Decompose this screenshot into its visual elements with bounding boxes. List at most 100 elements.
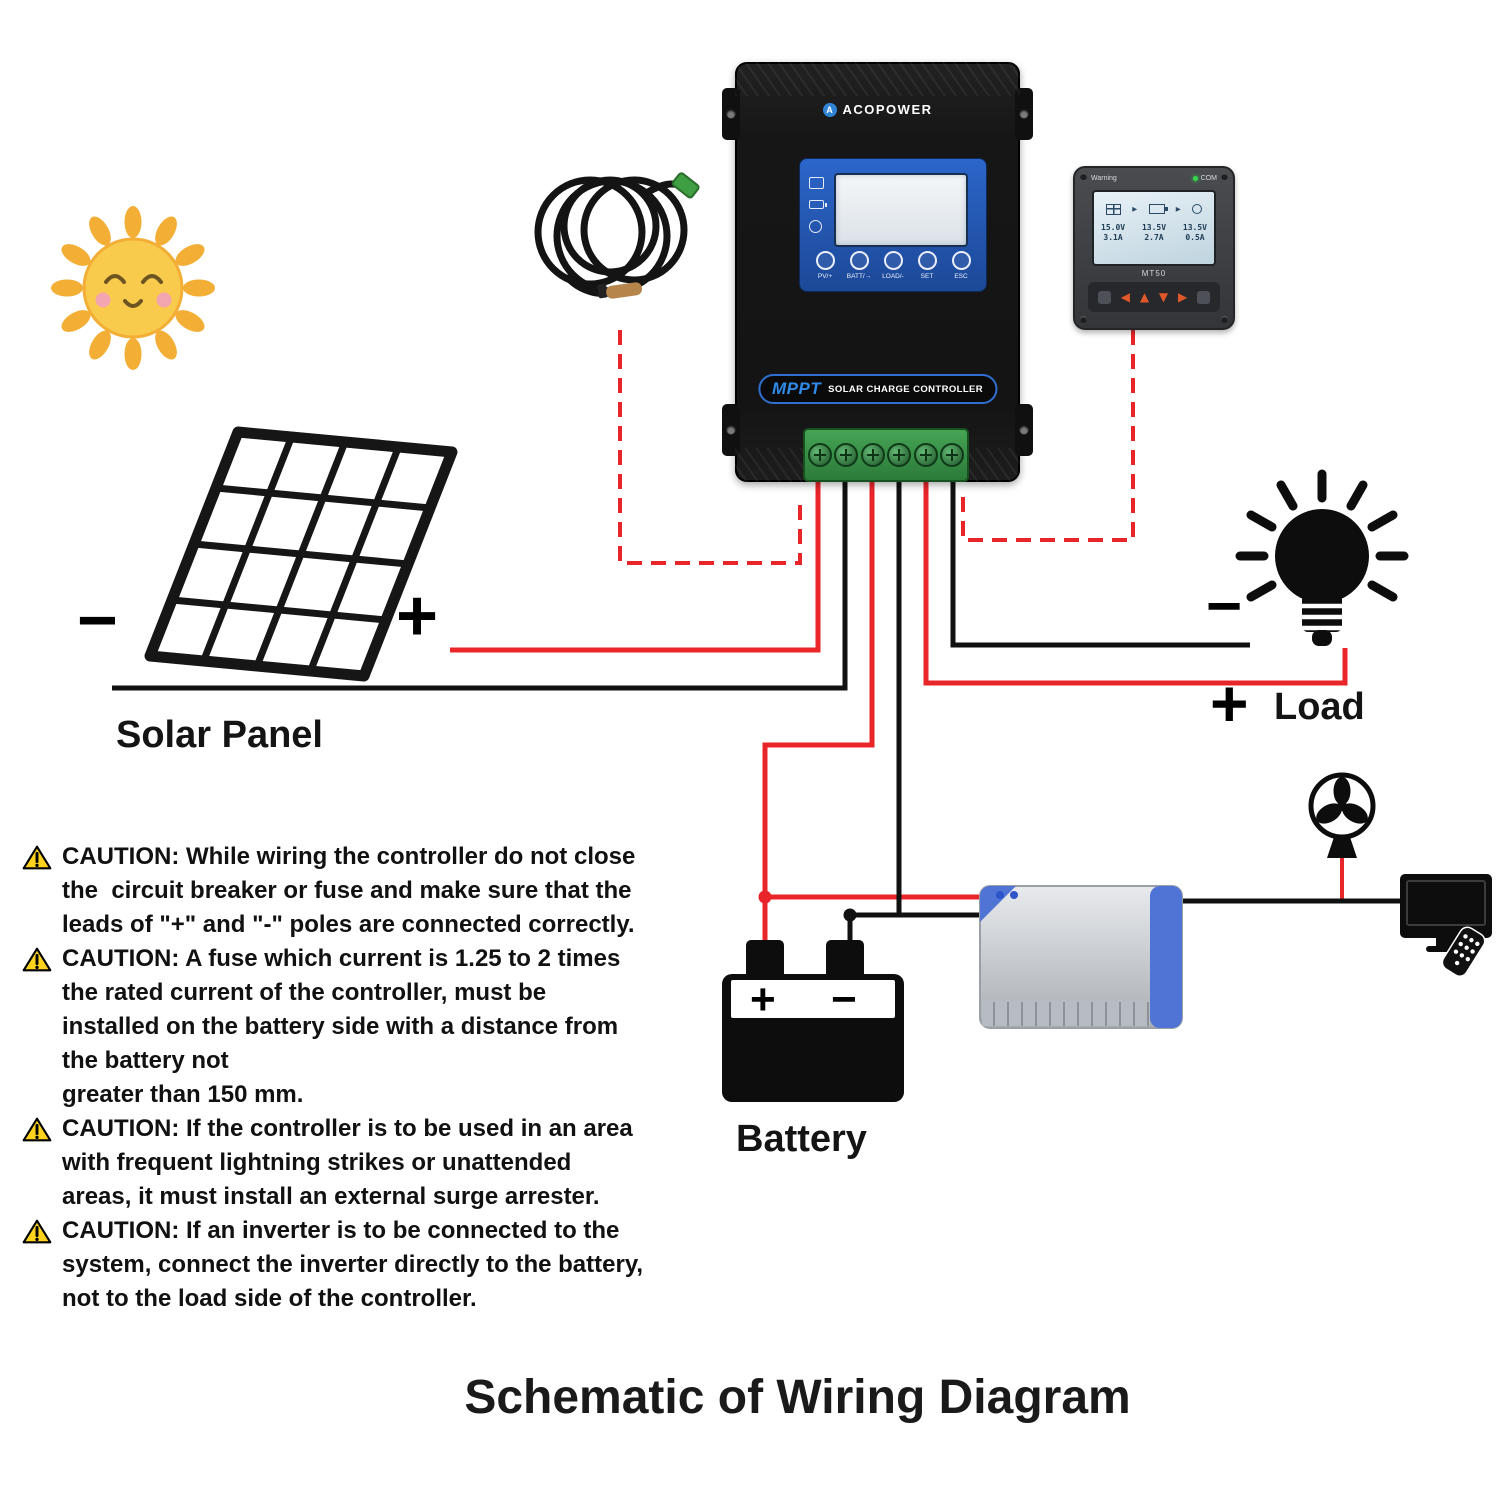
sensor-connector bbox=[671, 172, 700, 199]
caution-item: CAUTION: If the controller is to be used… bbox=[22, 1112, 742, 1214]
tv-icon bbox=[1400, 874, 1492, 977]
wire-battery-positive bbox=[762, 468, 875, 955]
load-button bbox=[883, 251, 903, 270]
junction-dot-black bbox=[843, 908, 857, 922]
battery-label: Battery bbox=[736, 1118, 867, 1160]
warning-icon bbox=[22, 1117, 52, 1142]
caution-item: CAUTION: While wiring the controller do … bbox=[22, 840, 742, 942]
mounting-ear bbox=[722, 88, 740, 140]
set-button-label: SET bbox=[920, 273, 934, 280]
sun-icon bbox=[51, 206, 215, 370]
inverter-icon bbox=[979, 885, 1183, 1029]
battery-icon bbox=[722, 940, 904, 1102]
warning-label: Warning bbox=[1091, 175, 1117, 182]
solar-panel-icon bbox=[144, 426, 458, 682]
solar-panel-label: Solar Panel bbox=[116, 714, 323, 756]
meter-square-button bbox=[1097, 290, 1111, 304]
lcd-load-icon bbox=[1192, 204, 1202, 214]
screw bbox=[1221, 316, 1228, 323]
battery-minus-symbol: − bbox=[831, 975, 857, 1024]
esc-button-label: ESC bbox=[954, 273, 968, 280]
dashed-temp-sensor-wire bbox=[618, 330, 802, 565]
lcd-arrow-icon: ▶ bbox=[1132, 205, 1138, 213]
load-minus-symbol: − bbox=[1206, 572, 1243, 641]
mounting-ear bbox=[1015, 88, 1033, 140]
com-label: COM bbox=[1192, 175, 1217, 182]
screw-hole bbox=[1019, 109, 1029, 119]
panel-status-icons bbox=[809, 177, 827, 233]
caution-text: CAUTION: If an inverter is to be connect… bbox=[62, 1217, 644, 1312]
controller-lcd-screen bbox=[834, 173, 968, 247]
caution-text: CAUTION: If the controller is to be used… bbox=[62, 1115, 633, 1210]
wire-load-negative bbox=[950, 468, 1250, 648]
fan-icon bbox=[1308, 772, 1376, 858]
mounting-ear bbox=[722, 404, 740, 456]
right-arrow-button: ▶ bbox=[1178, 290, 1188, 304]
lcd-battery-icon bbox=[1148, 204, 1168, 214]
temp-sensor-cable bbox=[534, 172, 700, 299]
warning-icon bbox=[22, 947, 52, 972]
wire-load-positive bbox=[923, 468, 1348, 686]
load-mini-icon bbox=[809, 220, 822, 233]
terminal-screw bbox=[887, 443, 912, 467]
mounting-ear bbox=[1015, 404, 1033, 456]
warning-icon bbox=[22, 1219, 52, 1244]
meter-model-label: MT50 bbox=[1141, 269, 1167, 278]
mppt-banner: MPPT SOLAR CHARGE CONTROLLER bbox=[757, 374, 998, 404]
terminal-block bbox=[803, 428, 969, 482]
meter-buttons: ◀ ▲ ▼ ▶ bbox=[1088, 282, 1220, 312]
meter-status-row: Warning COM bbox=[1091, 175, 1217, 182]
charge-controller: A ACOPOWER PV/+ BATT/→ LOAD/- SET ESC MP… bbox=[722, 62, 1033, 482]
wire-pv-positive bbox=[450, 468, 821, 653]
up-arrow-button: ▲ bbox=[1139, 290, 1150, 304]
load-label: Load bbox=[1274, 686, 1365, 728]
screw bbox=[1221, 173, 1228, 180]
terminal-screw bbox=[860, 443, 885, 467]
caution-item: CAUTION: A fuse which current is 1.25 to… bbox=[22, 942, 742, 1112]
controller-display-panel: PV/+ BATT/→ LOAD/- SET ESC bbox=[799, 158, 987, 292]
com-led bbox=[1192, 175, 1198, 181]
dashed-remote-meter-wire bbox=[961, 330, 1135, 542]
warning-icon bbox=[22, 845, 52, 870]
left-arrow-button: ◀ bbox=[1120, 290, 1130, 304]
mppt-label: MPPT bbox=[771, 379, 822, 398]
solar-panel-plus-symbol: + bbox=[396, 576, 439, 656]
screw-hole bbox=[1019, 425, 1029, 435]
battery-plus-symbol: + bbox=[750, 975, 776, 1024]
brand-logo: A ACOPOWER bbox=[735, 102, 1020, 117]
down-arrow-button: ▼ bbox=[1158, 290, 1169, 304]
terminal-screw bbox=[913, 443, 938, 467]
controller-buttons: PV/+ BATT/→ LOAD/- SET ESC bbox=[808, 251, 978, 280]
esc-button bbox=[951, 251, 971, 270]
wire-pv-negative bbox=[112, 468, 848, 691]
brand-name: ACOPOWER bbox=[842, 102, 933, 117]
remote-icon bbox=[1441, 926, 1486, 977]
batt-button-label: BATT/→ bbox=[846, 273, 872, 280]
caution-text: CAUTION: A fuse which current is 1.25 to… bbox=[62, 945, 621, 1108]
screw-hole bbox=[726, 425, 736, 435]
battery-mini-icon bbox=[809, 200, 827, 209]
terminal-screw bbox=[834, 443, 859, 467]
meter-square-button bbox=[1197, 290, 1211, 304]
vent-texture bbox=[735, 62, 1020, 96]
pv-button-label: PV/+ bbox=[817, 273, 833, 280]
banner-text: SOLAR CHARGE CONTROLLER bbox=[828, 383, 984, 395]
caution-text: CAUTION: While wiring the controller do … bbox=[62, 843, 636, 938]
screw bbox=[1080, 316, 1087, 323]
terminal-screw bbox=[807, 443, 832, 467]
batt-button bbox=[849, 251, 869, 270]
light-bulb-icon bbox=[1235, 469, 1409, 646]
sensor-probe-tip bbox=[606, 282, 643, 299]
screw bbox=[1080, 173, 1087, 180]
caution-list: CAUTION: While wiring the controller do … bbox=[22, 840, 742, 1316]
caution-item: CAUTION: If an inverter is to be connect… bbox=[22, 1214, 742, 1316]
junction-dot-red bbox=[758, 890, 772, 904]
load-button-label: LOAD/- bbox=[882, 273, 904, 280]
